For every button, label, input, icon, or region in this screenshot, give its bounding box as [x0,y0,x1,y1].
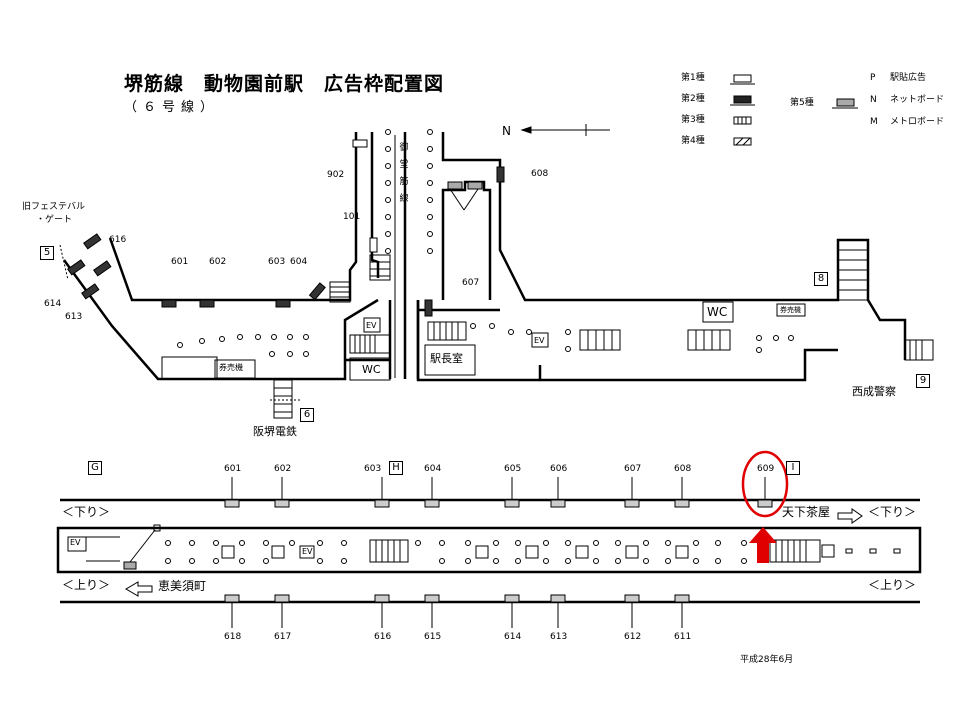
legend-m-label: メトロボード [890,117,945,127]
midosuji-label: 御堂筋線 [399,143,409,204]
page-title: 堺筋線 動物園前駅 広告枠配置図 [124,73,445,95]
ebisucho-label: 恵美須町 [158,579,207,593]
highlight-arrow [749,527,777,563]
station-office-label: 駅長室 [430,352,463,365]
exit-6: 6 [300,408,314,422]
old-gate-label-2: ・ゲート [36,215,73,225]
platform-ad-605: 605 [504,464,522,474]
section-g: G [88,461,102,475]
ad-614: 614 [44,299,62,309]
hankai-label: 阪堺電鉄 [253,425,297,438]
down-label-east: ＜下り＞ [868,505,917,519]
ev-label-west: EV [366,321,377,330]
platform-ad-602: 602 [274,464,292,474]
platform-ad-604: 604 [424,464,442,474]
ticket-machine-label: 券売機 [219,363,243,372]
legend-type4-label: 第4種 [681,136,705,146]
platform-ad-617: 617 [274,632,292,642]
up-label-east: ＜上り＞ [868,578,917,592]
platform-ad-603: 603 [364,464,382,474]
platform-ad-616: 616 [374,632,392,642]
ad-902: 902 [327,170,345,180]
platform-ad-612: 612 [624,632,642,642]
date-label: 平成28年6月 [740,655,794,665]
ad-608: 608 [531,169,549,179]
exit-8: 8 [814,272,828,286]
platform-ad-606: 606 [550,464,568,474]
concourse-ads [67,166,505,317]
highlight-ring [741,450,789,518]
concourse-walls [62,132,907,382]
legend-type3-label: 第3種 [681,115,705,125]
down-label-west: ＜下り＞ [62,505,111,519]
section-h: H [389,461,403,475]
stairs [273,239,934,419]
legend-type5-symbol [836,98,855,107]
wc-label-east: WC [707,305,728,319]
platform-ad-601: 601 [224,464,242,474]
ticket-machine-label-2: 券売機 [780,306,801,314]
platform-ad-618: 618 [224,632,242,642]
exit-5: 5 [40,246,54,260]
legend-n-key: N [870,95,877,105]
legend-type5-label: 第5種 [790,98,814,108]
wc-label-west: WC [362,363,381,376]
ad-603: 603 [268,257,286,267]
ad-607: 607 [462,278,480,288]
platform-ad-613: 613 [550,632,568,642]
north-arrow [520,124,610,136]
platform-ad-607: 607 [624,464,642,474]
old-gate-label-1: 旧フェステバル [22,202,86,212]
exit-9: 9 [916,374,930,388]
platform-outline [56,498,922,604]
ad-604: 604 [290,257,308,267]
platform-ad-608: 608 [674,464,692,474]
tengachaya-label: 天下茶屋 [782,505,831,519]
legend-type1-symbol [733,74,752,83]
ad-601: 601 [171,257,189,267]
platform-ad-611: 611 [674,632,692,642]
north-label: N [502,124,511,138]
legend-m-key: M [870,117,878,127]
concourse-columns [177,129,794,357]
legend-type1-label: 第1種 [681,73,705,83]
legend-type2-label: 第2種 [681,94,705,104]
ad-602: 602 [209,257,227,267]
ad-613: 613 [65,312,83,322]
ad-616: 616 [109,235,127,245]
legend-p-label: 駅貼広告 [890,73,927,83]
nishinari-label: 西成警察 [852,385,896,398]
legend-p-key: P [870,73,876,83]
platform-ev-label-2: EV [302,547,313,556]
platform-ad-615: 615 [424,632,442,642]
ev-label-east: EV [534,336,545,345]
legend-n-label: ネットボード [890,95,945,105]
platform-ad-614: 614 [504,632,522,642]
platform-columns [165,540,747,564]
platform-ev-label: EV [70,538,81,547]
legend-type2-symbol [733,95,752,104]
ad-101: 101 [343,212,361,222]
up-label-west: ＜上り＞ [62,578,111,592]
page-subtitle: （６号線） [124,100,220,115]
platform-ad-609: 609 [757,464,775,474]
section-i: I [786,461,800,475]
